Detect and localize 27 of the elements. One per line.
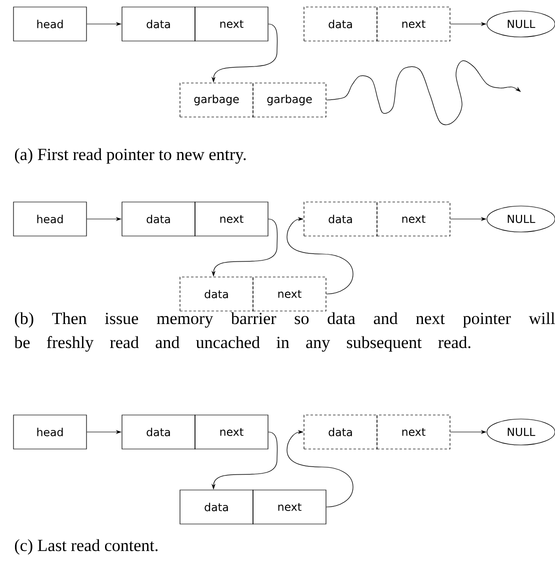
list-cell: garbage bbox=[180, 82, 254, 118]
list-cell: data bbox=[304, 414, 378, 450]
list-cell: data bbox=[122, 202, 196, 236]
list-cell: next bbox=[194, 414, 268, 450]
list-cell: next bbox=[376, 202, 450, 236]
list-cell: next bbox=[194, 202, 268, 236]
list-cell: data bbox=[122, 6, 196, 42]
list-cell: data bbox=[304, 6, 378, 42]
list-cell: next bbox=[376, 6, 450, 42]
arrow bbox=[326, 60, 521, 126]
list-cell: head bbox=[13, 6, 87, 42]
list-cell: next bbox=[376, 414, 450, 450]
list-cell: next bbox=[252, 490, 326, 524]
arrow bbox=[286, 430, 354, 508]
list-cell: next bbox=[252, 276, 326, 312]
caption: (b) Then issue memory barrier so data and next pointer will be freshly read and uncached in any subsequent read. bbox=[14, 312, 555, 352]
caption: (a) First read pointer to new entry. bbox=[14, 148, 246, 164]
list-cell: data bbox=[304, 202, 378, 236]
list-cell: next bbox=[194, 6, 268, 42]
list-cell: head bbox=[13, 414, 87, 450]
list-cell: garbage bbox=[252, 82, 326, 118]
list-cell: head bbox=[13, 202, 87, 236]
caption: (c) Last read content. bbox=[14, 539, 158, 555]
list-cell: data bbox=[180, 276, 254, 312]
arrow bbox=[286, 216, 354, 294]
list-cell: data bbox=[122, 414, 196, 450]
list-cell: data bbox=[180, 490, 254, 524]
